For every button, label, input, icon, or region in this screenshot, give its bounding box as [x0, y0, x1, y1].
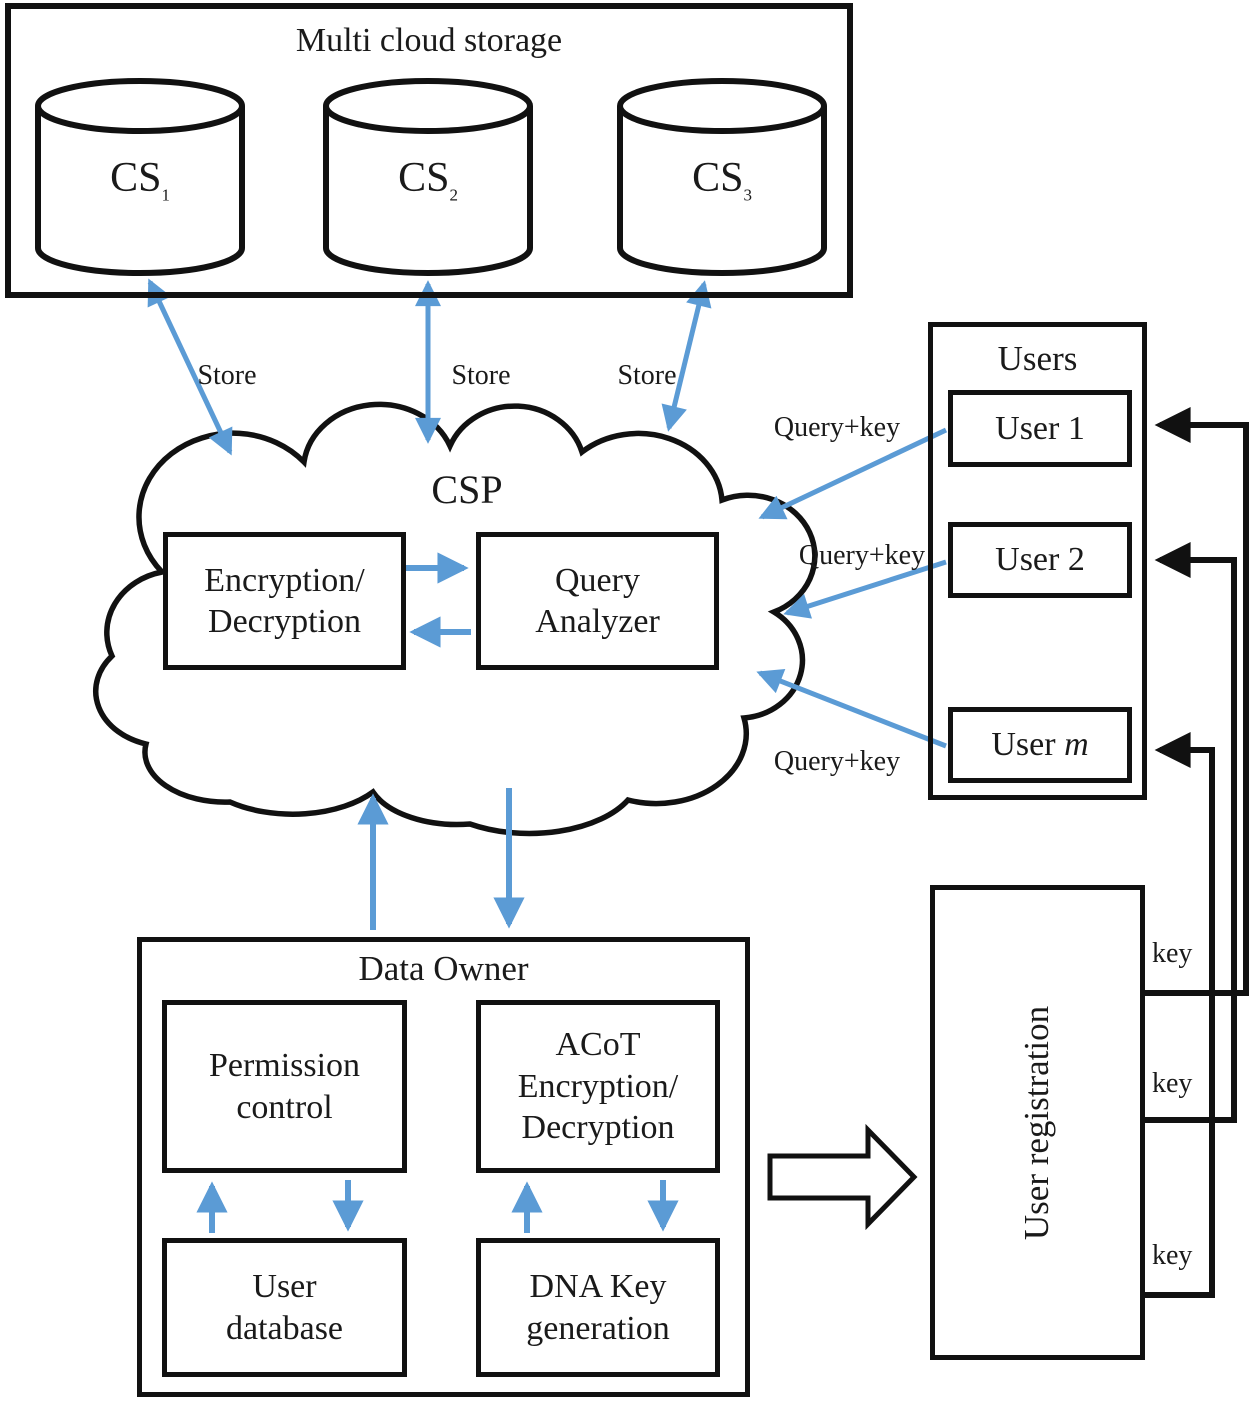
user-database-label: User database: [225, 1268, 344, 1347]
permission-control-box: Permission control: [162, 1000, 407, 1173]
database-cylinder-cs1: [35, 78, 245, 276]
cs2-label: CS2: [398, 155, 458, 205]
store-label-2: Store: [451, 360, 511, 391]
encryption-decryption-box: Encryption/ Decryption: [163, 532, 406, 670]
cs1-label: CS1: [110, 155, 170, 205]
query-key-arrow-user1: [758, 427, 948, 520]
csp-title: CSP: [431, 467, 503, 512]
cs3-label: CS3: [692, 155, 752, 205]
dna-key-generation-label: DNA Key generation: [526, 1268, 670, 1347]
user1-label: User 1: [995, 409, 1085, 447]
key-path-user2: [1145, 542, 1237, 1123]
user1-box: User 1: [948, 390, 1132, 467]
key-label-1: key: [1152, 938, 1193, 969]
query-analyzer-label: Query Analyzer: [535, 561, 660, 640]
store-arrow-1: [147, 278, 233, 456]
encryption-decryption-label: Encryption/ Decryption: [204, 561, 365, 640]
user-registration-label: User registration: [1017, 1005, 1057, 1240]
query-key-label-2: Query+key: [798, 540, 926, 571]
data-owner-title: Data Owner: [358, 949, 529, 988]
users-title: Users: [997, 339, 1078, 378]
acot-encryption-box: ACoT Encryption/ Decryption: [476, 1000, 720, 1173]
store-arrow-3: [661, 280, 712, 432]
query-analyzer-box: Query Analyzer: [476, 532, 719, 670]
query-key-arrow-user2: [783, 559, 947, 619]
acot-encryption-label: ACoT Encryption/ Decryption: [517, 1026, 679, 1147]
user-registration-box: User registration: [930, 885, 1145, 1360]
key-path-user1: [1145, 407, 1249, 996]
user2-label: User 2: [995, 541, 1085, 579]
user-database-box: User database: [162, 1238, 407, 1377]
user2-box: User 2: [948, 522, 1132, 598]
query-key-arrow-userm: [756, 668, 947, 749]
dna-key-generation-box: DNA Key generation: [476, 1238, 720, 1377]
database-cylinder-cs3: [617, 78, 827, 276]
key-label-2: key: [1152, 1068, 1193, 1099]
users-box: [928, 322, 1147, 800]
key-path-userm: [1145, 732, 1215, 1298]
userm-box: User m: [948, 707, 1132, 783]
permission-control-label: Permission control: [208, 1047, 361, 1126]
query-key-label-3: Query+key: [773, 746, 901, 777]
registration-block-arrow: [767, 1123, 918, 1231]
store-label-3: Store: [617, 360, 677, 391]
key-label-3: key: [1152, 1240, 1193, 1271]
query-key-label-1: Query+key: [773, 412, 901, 443]
database-cylinder-cs2: [323, 78, 533, 276]
userm-label: User m: [991, 726, 1089, 764]
data-owner-box: [137, 937, 750, 1397]
csp-cloud-shape: [93, 401, 818, 837]
multi-cloud-storage-title: Multi cloud storage: [295, 22, 563, 59]
store-label-1: Store: [197, 360, 257, 391]
